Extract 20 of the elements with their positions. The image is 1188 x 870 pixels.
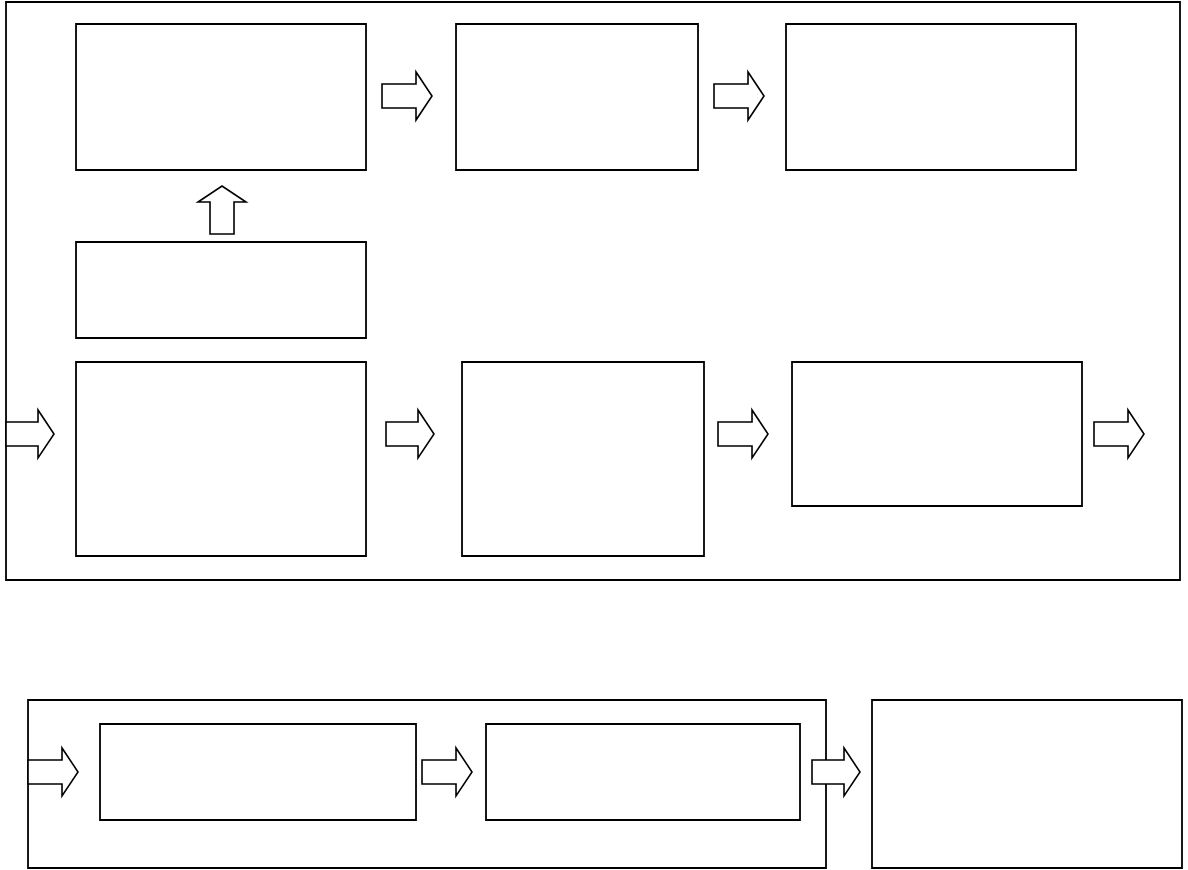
process-box [785, 23, 1077, 171]
block-arrow [421, 745, 473, 799]
process-box [99, 723, 417, 821]
process-box [75, 241, 367, 339]
block-arrow [1093, 407, 1145, 461]
block-arrow [27, 745, 79, 799]
process-box [485, 723, 801, 821]
process-box [75, 361, 367, 557]
block-arrow [385, 407, 435, 461]
block-arrow [195, 185, 249, 235]
process-box [461, 361, 705, 557]
process-box [871, 699, 1183, 869]
process-box [455, 23, 699, 171]
block-arrow [381, 69, 433, 123]
process-box [791, 361, 1083, 507]
block-arrow [713, 69, 765, 123]
block-arrow [811, 745, 861, 799]
process-box [75, 23, 367, 171]
block-arrow [5, 407, 55, 461]
block-arrow [717, 407, 769, 461]
